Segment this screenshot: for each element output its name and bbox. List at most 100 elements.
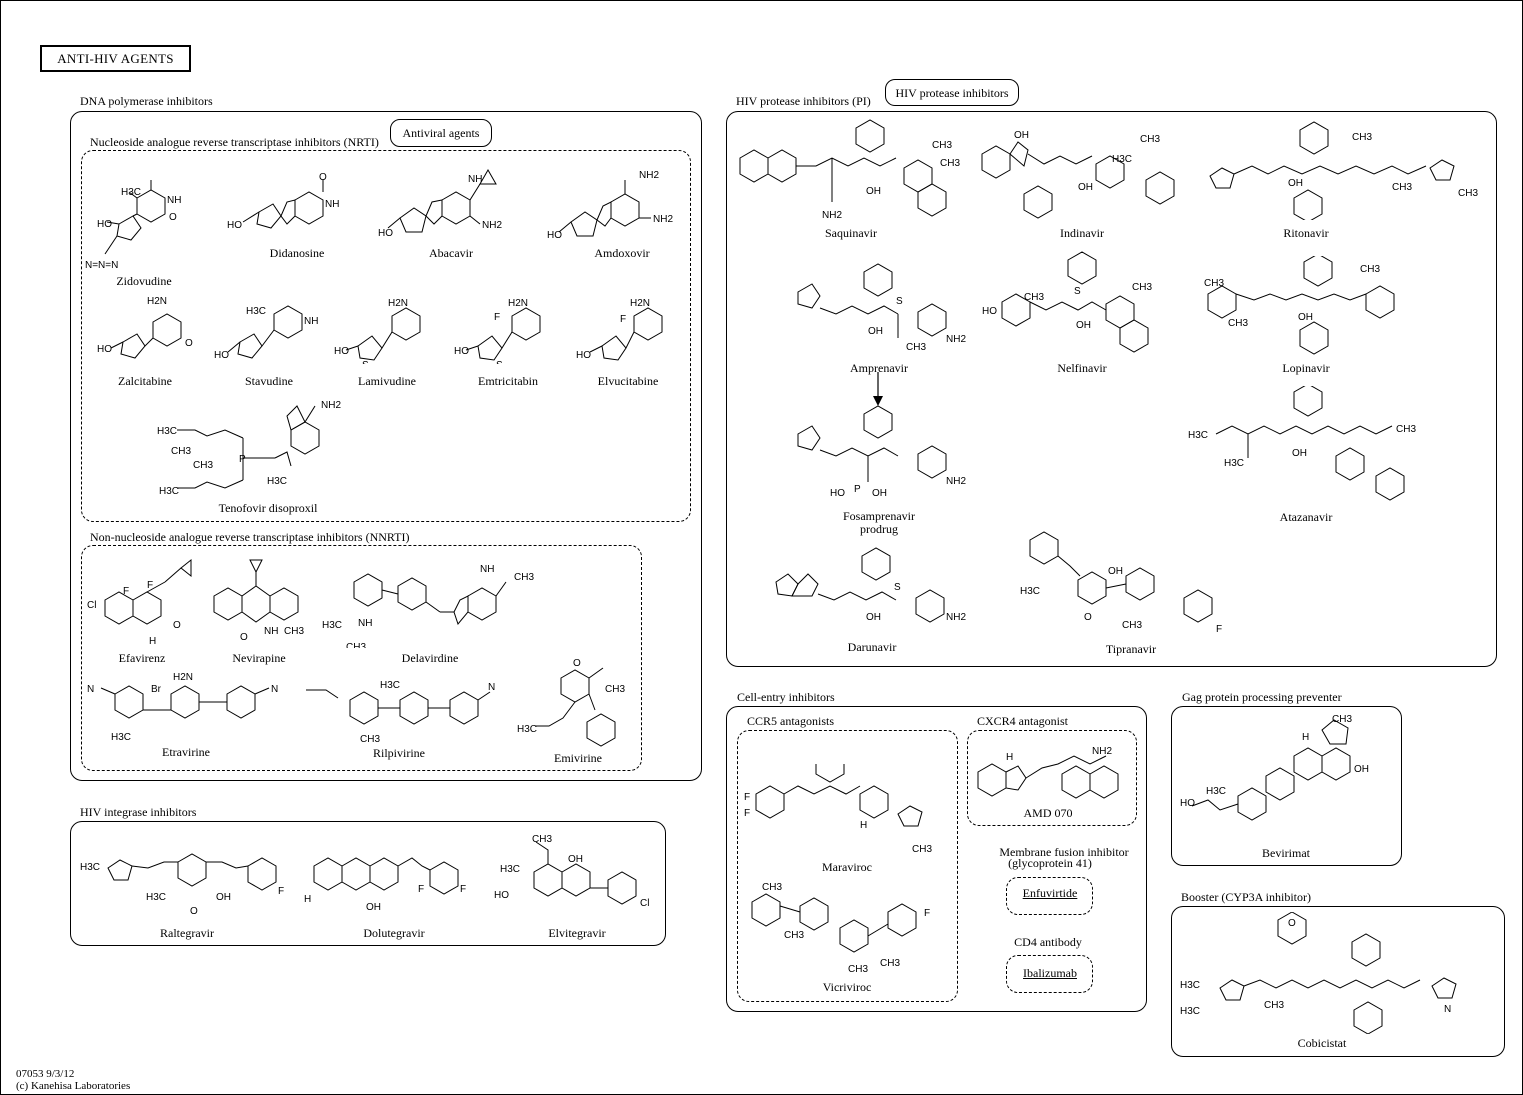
section-label-cell-entry: Cell-entry inhibitors xyxy=(737,690,835,704)
compound-tenofovir[interactable]: Tenofovir disoproxil xyxy=(218,501,318,515)
compound-ritonavir[interactable]: Ritonavir xyxy=(1283,226,1329,240)
section-label-nrti: Nucleoside analogue reverse transcriptas… xyxy=(90,135,379,149)
svg-text:H: H xyxy=(304,894,311,905)
compound-saquinavir[interactable]: Saquinavir xyxy=(825,226,877,240)
compound-delavirdine[interactable]: Delavirdine xyxy=(401,651,459,665)
cell-entry-box xyxy=(726,706,1147,1012)
structure-zidovudine: H3C HO NH O N=N=N xyxy=(85,180,181,271)
svg-text:OH: OH xyxy=(1354,764,1369,775)
compound-dolutegravir[interactable]: Dolutegravir xyxy=(363,926,425,940)
ibalizumab-box xyxy=(1006,955,1093,993)
section-label-integrase: HIV integrase inhibitors xyxy=(80,805,197,819)
svg-text:F: F xyxy=(1216,624,1222,635)
svg-text:CH3: CH3 xyxy=(193,460,213,471)
structure-tipranavir: H3C OH O CH3 F xyxy=(1020,531,1222,635)
svg-text:HO: HO xyxy=(214,350,229,361)
enfuvirtide-box xyxy=(1006,877,1093,915)
structure-stavudine: H3C HO NH xyxy=(214,305,318,361)
structure-elvitegravir: CH3 H3C OH HO Cl xyxy=(494,834,649,909)
compound-emtricitabin[interactable]: Emtricitabin xyxy=(478,374,538,388)
structure-zalcitabine: H2N HO O xyxy=(97,296,193,359)
svg-text:OH: OH xyxy=(1298,312,1313,323)
compound-etravirine[interactable]: Etravirine xyxy=(162,745,210,759)
structure-atazanavir: H3C H3C OH CH3 xyxy=(1188,386,1416,501)
structure-elvucitabine: H2N F HO xyxy=(576,298,663,361)
compound-efavirenz[interactable]: Efavirenz xyxy=(118,651,166,665)
compound-amdoxovir[interactable]: Amdoxovir xyxy=(594,246,650,260)
structure-rilpivirine: H3C CH3 N xyxy=(306,680,495,745)
svg-text:NH2: NH2 xyxy=(653,214,673,225)
compound-didanosine[interactable]: Didanosine xyxy=(269,246,325,260)
svg-text:N=N=N: N=N=N xyxy=(85,260,118,271)
antiviral-agents-link[interactable]: Antiviral agents xyxy=(390,119,492,147)
svg-text:H3C: H3C xyxy=(1188,430,1208,441)
svg-text:HO: HO xyxy=(1180,798,1195,809)
svg-text:N: N xyxy=(488,682,495,693)
compound-lopinavir[interactable]: Lopinavir xyxy=(1282,361,1330,375)
section-label-cxcr4: CXCR4 antagonist xyxy=(977,714,1069,728)
compound-rilpivirine[interactable]: Rilpivirine xyxy=(373,746,425,760)
svg-text:CH3: CH3 xyxy=(532,834,552,845)
structure-raltegravir: H3C H3C O OH F xyxy=(80,853,284,917)
compound-fosamprenavir[interactable]: Fosamprenavir xyxy=(843,509,915,523)
compound-zidovudine[interactable]: Zidovudine xyxy=(116,274,172,288)
svg-text:CH3: CH3 xyxy=(171,446,191,457)
compound-darunavir[interactable]: Darunavir xyxy=(847,640,897,654)
svg-text:H3C: H3C xyxy=(157,426,177,437)
svg-text:NH: NH xyxy=(304,316,318,327)
svg-text:S: S xyxy=(362,360,369,364)
structure-darunavir: OH S NH2 xyxy=(775,547,966,623)
ibalizumab-link[interactable]: Ibalizumab xyxy=(1023,966,1077,980)
compound-amprenavir[interactable]: Amprenavir xyxy=(850,361,908,375)
svg-text:CH3: CH3 xyxy=(1360,264,1380,275)
enfuvirtide-link[interactable]: Enfuvirtide xyxy=(1022,886,1078,900)
svg-text:H3C: H3C xyxy=(380,680,400,691)
structure-amdoxovir: HO NH2 NH2 xyxy=(547,170,673,241)
compound-vicriviroc[interactable]: Vicriviroc xyxy=(822,980,872,994)
svg-text:H3C: H3C xyxy=(1224,458,1244,469)
compound-nelfinavir[interactable]: Nelfinavir xyxy=(1057,361,1107,375)
svg-text:N: N xyxy=(87,684,94,695)
compound-atazanavir[interactable]: Atazanavir xyxy=(1279,510,1333,524)
structure-emtricitabin: H2N F HO S xyxy=(454,298,541,364)
svg-text:CH3: CH3 xyxy=(1392,182,1412,193)
compound-emivirine[interactable]: Emivirine xyxy=(554,751,602,765)
svg-text:CH3: CH3 xyxy=(1332,714,1352,725)
compound-elvitegravir[interactable]: Elvitegravir xyxy=(548,926,606,940)
svg-text:H2N: H2N xyxy=(147,296,167,307)
svg-text:F: F xyxy=(460,884,466,895)
svg-text:F: F xyxy=(744,792,750,803)
svg-text:CH3: CH3 xyxy=(784,930,804,941)
svg-text:HO: HO xyxy=(494,890,509,901)
compound-elvucitabine[interactable]: Elvucitabine xyxy=(597,374,659,388)
svg-text:O: O xyxy=(1288,918,1296,929)
compound-raltegravir[interactable]: Raltegravir xyxy=(160,926,214,940)
compound-amd070[interactable]: AMD 070 xyxy=(1023,806,1073,820)
structure-emivirine: O CH3 H3C xyxy=(517,658,625,747)
prodrug-arrow xyxy=(873,372,883,406)
structure-amd070: H NH2 xyxy=(977,746,1119,799)
integrase-box xyxy=(70,821,666,946)
compound-cobicistat[interactable]: Cobicistat xyxy=(1297,1036,1347,1050)
compound-lamivudine[interactable]: Lamivudine xyxy=(358,374,416,388)
structure-amprenavir: OH S CH3 NH2 xyxy=(797,263,966,353)
svg-text:Br: Br xyxy=(151,684,162,695)
svg-text:CH3: CH3 xyxy=(346,642,366,648)
compound-abacavir[interactable]: Abacavir xyxy=(429,246,473,260)
compound-tipranavir[interactable]: Tipranavir xyxy=(1105,642,1157,656)
compound-bevirimat[interactable]: Bevirimat xyxy=(1262,846,1310,860)
hiv-protease-link[interactable]: HIV protease inhibitors xyxy=(885,79,1019,106)
compound-zalcitabine[interactable]: Zalcitabine xyxy=(118,374,172,388)
compound-nevirapine[interactable]: Nevirapine xyxy=(232,651,286,665)
svg-text:CH3: CH3 xyxy=(360,734,380,745)
svg-text:H3C: H3C xyxy=(1112,154,1132,165)
svg-text:HO: HO xyxy=(334,346,349,357)
svg-text:S: S xyxy=(896,296,903,307)
svg-text:OH: OH xyxy=(1292,448,1307,459)
compound-indinavir[interactable]: Indinavir xyxy=(1060,226,1104,240)
compound-stavudine[interactable]: Stavudine xyxy=(245,374,293,388)
svg-text:F: F xyxy=(147,580,153,591)
section-label-protease: HIV protease inhibitors (PI) xyxy=(736,94,871,108)
svg-text:H2N: H2N xyxy=(173,672,193,683)
compound-maraviroc[interactable]: Maraviroc xyxy=(822,860,872,874)
